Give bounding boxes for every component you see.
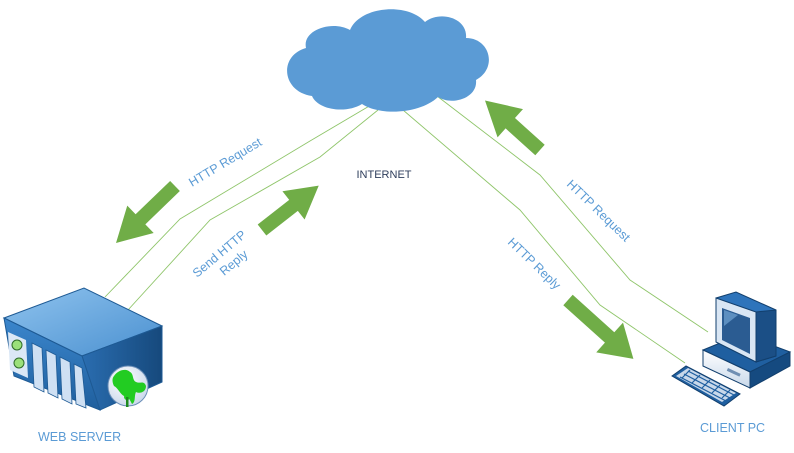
cloud-icon [287, 9, 489, 112]
link-server-internet-inner [127, 109, 379, 311]
server-icon [2, 287, 164, 411]
web-server-label: WEB SERVER [38, 430, 121, 444]
left-reply-label: Send HTTP Reply [190, 228, 251, 281]
link-internet-client-outer [436, 95, 709, 333]
power-light-icon [11, 339, 23, 351]
right-request-label: HTTP Request [564, 177, 633, 245]
link-server-internet-outer [104, 104, 372, 298]
internet-label: INTERNET [357, 169, 412, 181]
right-reply-label: HTTP Reply [505, 235, 564, 293]
client-pc-label: CLIENT PC [700, 421, 765, 435]
globe-icon [107, 365, 149, 407]
link-internet-client-inner [402, 109, 686, 364]
arrow-reply-from-server [257, 185, 319, 236]
desktop-pc-icon [671, 291, 792, 407]
arrows [116, 100, 634, 359]
arrow-request-to-server [116, 180, 180, 243]
connection-lines [104, 95, 709, 364]
arrow-reply-to-client [563, 294, 634, 359]
keyboard-icon [671, 365, 741, 407]
arrow-request-from-client [485, 100, 545, 156]
left-request-label: HTTP Request [186, 135, 264, 190]
status-light-icon [13, 357, 25, 369]
